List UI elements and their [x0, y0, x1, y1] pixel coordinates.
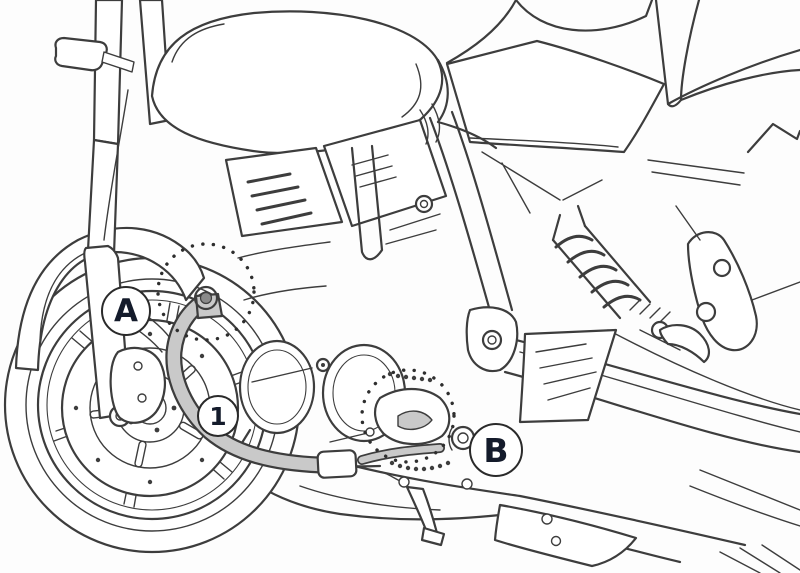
mount-area-b-dotted-circle [360, 368, 456, 464]
callout-label-a: A [101, 286, 151, 336]
center-section [138, 0, 603, 373]
handlebar-end [54, 36, 135, 73]
callout-label-b: B [469, 423, 523, 477]
rider-footpeg [658, 324, 710, 364]
mounting-points [156, 242, 476, 464]
callout-b-text: B [483, 430, 509, 470]
side-panel-vents [224, 146, 344, 238]
tube-end-sleeve [316, 449, 358, 479]
front-fork [54, 0, 166, 428]
passenger-footpeg-bracket [675, 205, 800, 352]
engine-guard-tube [165, 291, 445, 479]
heat-shield [518, 328, 618, 424]
callout-1-text: 1 [209, 401, 227, 431]
main-frame [350, 103, 603, 373]
shroud-panel [322, 118, 448, 228]
fuel-tank [150, 10, 498, 155]
mount-area-a-dotted-circle [156, 242, 256, 342]
side-stand [381, 471, 446, 547]
mount-bolt-a [193, 285, 219, 311]
crankcase-cover [238, 339, 316, 435]
callout-a-text: A [114, 292, 138, 329]
rear-section [238, 0, 800, 573]
engine [237, 241, 451, 472]
callout-label-1: 1 [197, 395, 239, 437]
sprocket-cover-area [329, 371, 451, 472]
exhaust-belly [238, 463, 800, 573]
brake-caliper [109, 346, 166, 424]
